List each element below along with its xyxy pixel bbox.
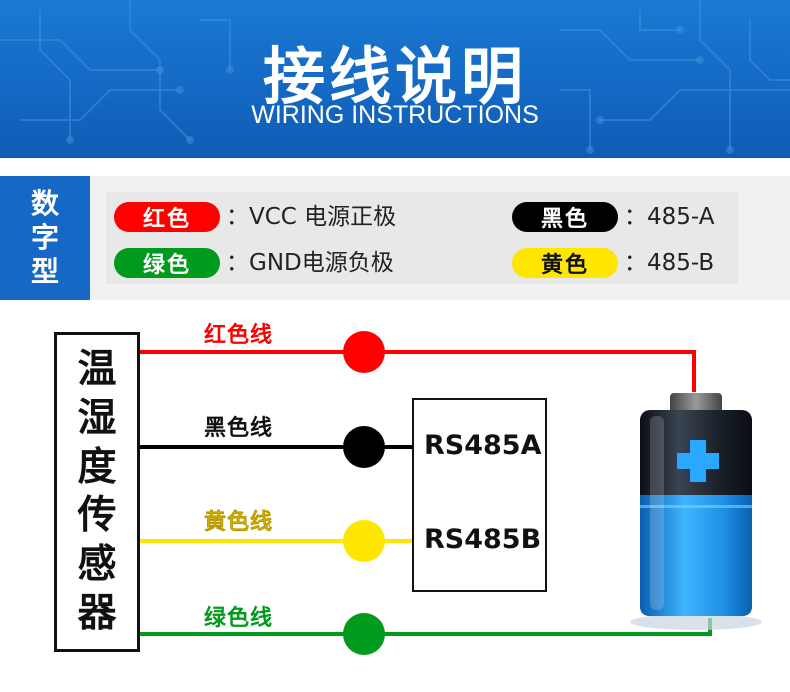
legend-tag-char: 数 bbox=[30, 187, 59, 220]
legend-desc-green: ：GND电源负极 bbox=[226, 250, 394, 276]
page-subtitle: WIRING INSTRUCTIONS bbox=[251, 101, 539, 129]
legend-tag-char: 型 bbox=[30, 255, 59, 288]
sensor-char: 湿 bbox=[77, 395, 117, 441]
wire-label-black: 黑色线 bbox=[204, 416, 274, 441]
header-banner: 接线说明 WIRING INSTRUCTIONS bbox=[0, 0, 790, 158]
legend-pill-black: 黑色 bbox=[512, 202, 618, 232]
circuit-pattern bbox=[0, 0, 790, 154]
legend-desc-yellow: ：485-B bbox=[624, 250, 715, 276]
wiring-diagram bbox=[140, 331, 762, 655]
plus-icon bbox=[677, 440, 719, 482]
rs485-module: RS485A RS485B bbox=[412, 398, 547, 592]
rs485b-label: RS485B bbox=[424, 524, 542, 555]
color-legend: 数 字 型 红色 ：VCC 电源正极 绿色 ：GND电源负极 黑色 ：485-A… bbox=[0, 176, 790, 300]
wire-label-green: 绿色线 bbox=[204, 606, 274, 631]
red-node bbox=[343, 331, 385, 373]
rs485a-label: RS485A bbox=[424, 430, 542, 461]
green-node bbox=[343, 613, 385, 655]
battery-icon bbox=[630, 393, 762, 630]
legend-tag-char: 字 bbox=[30, 221, 59, 254]
black-node bbox=[343, 426, 385, 468]
sensor-char: 度 bbox=[77, 444, 117, 490]
legend-desc-red: ：VCC 电源正极 bbox=[226, 204, 397, 230]
sensor-box: 温 湿 度 传 感 器 bbox=[54, 332, 140, 652]
legend-panel: 红色 ：VCC 电源正极 绿色 ：GND电源负极 黑色 ：485-A 黄色 ：4… bbox=[106, 192, 738, 284]
sensor-char: 传 bbox=[77, 493, 117, 539]
page-title: 接线说明 bbox=[262, 40, 527, 113]
legend-desc-black: ：485-A bbox=[624, 204, 715, 230]
yellow-node bbox=[343, 520, 385, 562]
wire-label-red: 红色线 bbox=[204, 323, 274, 348]
sensor-char: 器 bbox=[77, 591, 117, 637]
legend-tag: 数 字 型 bbox=[0, 176, 90, 300]
legend-pill-green: 绿色 bbox=[114, 248, 220, 278]
legend-pill-yellow: 黄色 bbox=[512, 248, 618, 278]
sensor-char: 温 bbox=[77, 346, 117, 392]
red-wire bbox=[140, 350, 696, 392]
sensor-char: 感 bbox=[77, 542, 117, 588]
legend-pill-red: 红色 bbox=[114, 202, 220, 232]
wire-label-yellow: 黄色线 bbox=[204, 510, 274, 535]
